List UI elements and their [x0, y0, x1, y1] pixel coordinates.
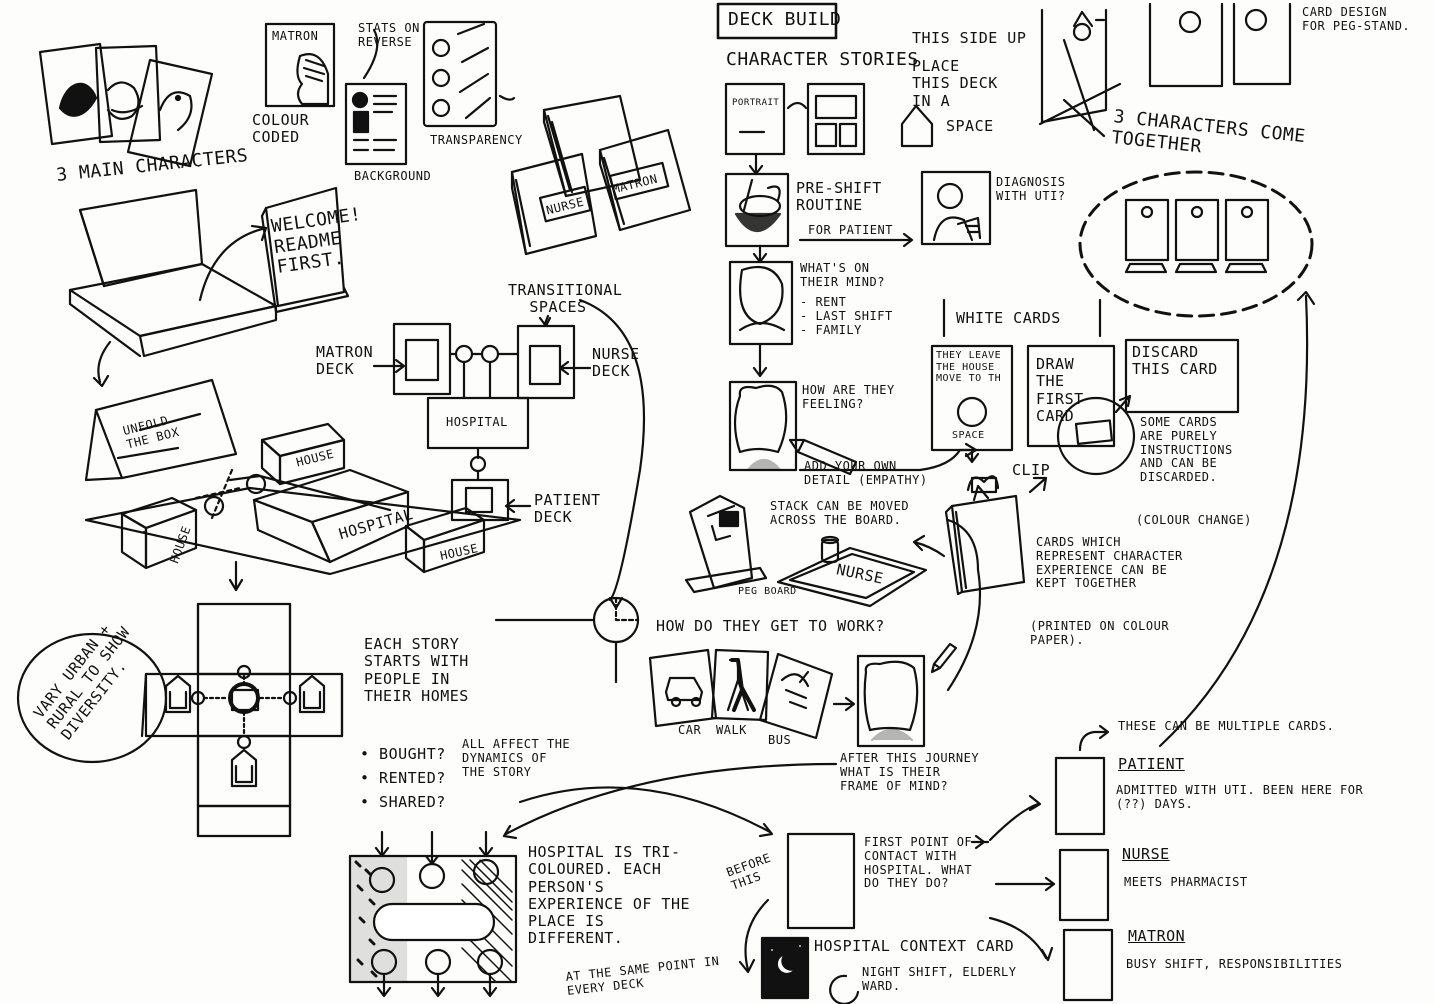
cross-board-layout	[140, 602, 344, 838]
nurse-mat-illustration	[776, 535, 928, 608]
character-stories-label: Character stories	[726, 49, 919, 70]
peg-board-illustration	[684, 494, 768, 594]
arrow-stack-moved	[912, 534, 946, 558]
card-design-label: Card design for peg-stand.	[1302, 5, 1411, 33]
peg-stand-illustrations	[1038, 2, 1292, 138]
diversity-bubble	[16, 632, 168, 764]
matron-card-illustration	[264, 22, 336, 108]
transitional-spaces-label: Transitional spaces	[508, 281, 623, 317]
this-side-up-label: This side up	[912, 29, 1027, 47]
hospital-box-label: Hospital	[446, 415, 508, 429]
rented-label: • Rented?	[360, 769, 446, 787]
last-shift-label: - Last shift	[800, 309, 893, 323]
hospital-context-card-illustration	[760, 936, 860, 1004]
patient-text: Admitted with UTI. Been here for (??) da…	[1116, 783, 1364, 811]
hospital-tricolour-board	[348, 830, 518, 998]
nurse-text: Meets pharmacist	[1124, 875, 1248, 889]
some-cards-label: Some cards are purely instructions and c…	[1140, 415, 1233, 485]
bus-label: Bus	[768, 733, 792, 747]
deck-build-column	[716, 2, 992, 476]
welcome-booklet-illustration	[260, 186, 350, 314]
they-leave-label: They leave the house move to th	[936, 350, 1002, 384]
how-feeling-label: How are they feeling?	[802, 383, 895, 411]
each-story-label: Each story starts with people in their h…	[364, 635, 469, 705]
portrait-label: Portrait	[732, 98, 780, 108]
matron-label: Matron	[1128, 927, 1186, 945]
arrow-clip-to-cards	[946, 518, 982, 692]
open-box-illustration	[68, 188, 278, 358]
arrow-before-this	[744, 898, 770, 972]
three-characters-ellipse	[1078, 170, 1314, 318]
shared-label: • Shared?	[360, 793, 446, 811]
bought-label: • Bought?	[360, 745, 446, 763]
background-card-illustration	[344, 28, 408, 166]
arrow-to-first-contact	[518, 786, 772, 834]
patient-label: Patient	[1118, 755, 1185, 773]
matron-text: Busy shift, responsibilities	[1126, 957, 1343, 971]
hospital-tricoloured-label: Hospital is tri-coloured. Each person's …	[528, 843, 691, 948]
after-journey-label: After this journey what is their frame o…	[840, 751, 980, 793]
patient-deck-label: Patient deck	[534, 491, 601, 527]
transitional-spaces-diagram	[372, 298, 646, 602]
space-card-label: Space	[952, 430, 985, 441]
colour-change-label: (Colour change)	[1136, 513, 1252, 527]
arrow-to-characters-together	[1158, 294, 1309, 748]
clip-cards-illustration	[944, 475, 1048, 596]
clip-label: Clip	[1012, 461, 1051, 479]
background-label: Background	[354, 169, 432, 183]
stack-moved-label: Stack can be moved across the board.	[770, 499, 910, 527]
first-contact-card	[786, 832, 856, 930]
cards-which-label: Cards which represent character experien…	[1036, 535, 1183, 591]
for-patient-label: For patient	[808, 223, 893, 237]
character-cards-right	[988, 724, 1114, 1002]
place-deck-label: Place this deck in a	[912, 57, 998, 110]
matron-card-label: Matron	[272, 29, 319, 43]
hub-circle	[494, 596, 640, 684]
all-affect-label: All affect the dynamics of the story	[462, 737, 571, 779]
transport-cards-illustration	[648, 642, 958, 748]
multiple-cards-label: These can be multiple cards.	[1118, 719, 1335, 733]
rent-label: - Rent	[800, 295, 847, 309]
draw-first-label: Draw the first card	[1036, 355, 1084, 425]
unfolded-box-board	[84, 378, 522, 576]
deck-stacks-illustration	[510, 94, 692, 256]
how-work-label: How do they get to work?	[656, 617, 885, 635]
character-cards-illustration	[38, 42, 214, 168]
arrow-journey-to-hospital	[504, 762, 838, 836]
arrow-box-down	[97, 340, 112, 384]
family-label: - Family	[800, 323, 862, 337]
first-point-label: First point of contact with hospital. Wh…	[864, 835, 973, 891]
printed-label: (Printed on colour paper).	[1030, 619, 1170, 647]
add-detail-label: Add your own detail (empathy)	[804, 459, 928, 487]
arrow-board-down	[228, 560, 244, 592]
colour-coded-label: Colour coded	[252, 111, 310, 147]
car-label: Car	[678, 723, 702, 737]
night-shift-label: Night shift, elderly ward.	[862, 965, 1017, 993]
whats-on-mind-label: What's on their mind?	[800, 261, 885, 289]
nurse-deck-label: Nurse deck	[592, 345, 640, 381]
peg-board-label: Peg board	[738, 586, 797, 597]
hospital-context-label: Hospital context card	[814, 937, 1015, 955]
nurse-label: Nurse	[1122, 845, 1170, 863]
pre-shift-label: Pre-shift routine	[796, 179, 882, 215]
discard-label: Discard this card	[1132, 343, 1218, 379]
walk-label: Walk	[716, 723, 747, 737]
white-cards-label: White cards	[956, 309, 1061, 327]
diagnosis-label: Diagnosis with UTI?	[996, 175, 1066, 203]
stats-on-reverse-label: Stats on reverse	[358, 21, 420, 49]
matron-deck-label: Matron deck	[316, 343, 374, 379]
transparency-card-illustration	[422, 20, 516, 128]
space-label: space	[946, 117, 994, 135]
welcome-readme-label: Welcome! Readme first.	[269, 203, 363, 279]
deck-build-title: Deck build	[728, 9, 842, 30]
white-cards-illustration	[930, 298, 1240, 476]
transparency-label: Transparency	[430, 133, 523, 147]
